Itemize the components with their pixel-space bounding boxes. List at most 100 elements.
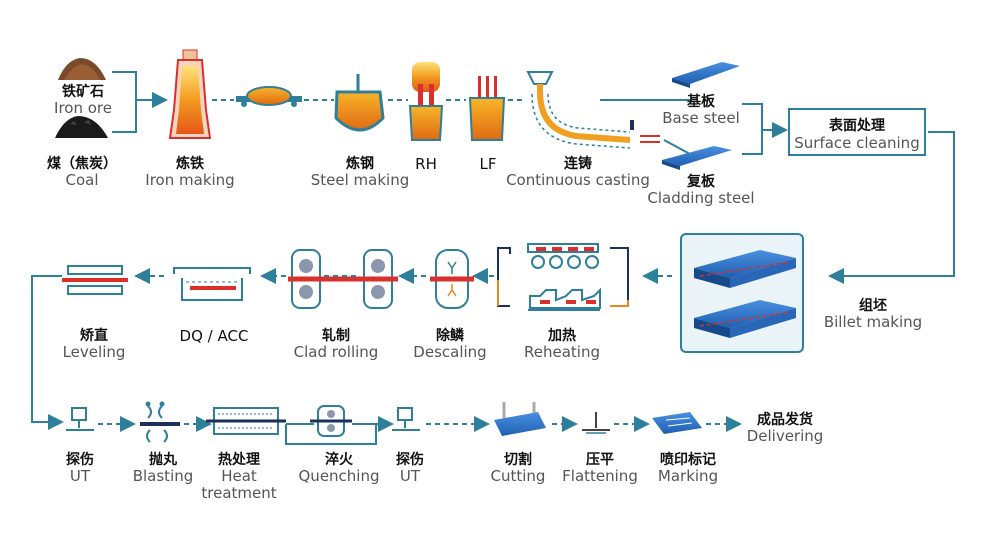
heat-treatment-en: Heat — [221, 467, 257, 486]
connector-leveling-to-ut — [31, 275, 64, 430]
heat-treatment-furnace-icon — [206, 407, 286, 435]
label-marking: 喷印标记 Marking — [644, 452, 732, 485]
cutting-icon — [494, 402, 546, 436]
cladding-steel-plate-icon — [662, 146, 732, 170]
label-lf: LF — [466, 155, 510, 173]
coal-en: Coal — [65, 171, 99, 190]
iron-making-en: Iron making — [145, 171, 235, 190]
connector-plates-to-surface-cleaning — [742, 103, 788, 155]
label-ut-1: 探伤 UT — [50, 452, 110, 485]
label-base-steel: 基板 Base steel — [656, 94, 746, 127]
descaling-zh: 除鳞 — [436, 328, 464, 344]
heat-treatment-en2: treatment — [201, 484, 277, 503]
quenching-icon — [310, 405, 352, 437]
ut1-zh: 探伤 — [66, 452, 94, 468]
steel-making-zh: 炼钢 — [346, 156, 374, 172]
cladding-steel-en: Cladding steel — [647, 189, 755, 208]
rolling-mill-icon — [288, 249, 398, 309]
base-steel-en: Base steel — [662, 109, 740, 128]
label-clad-rolling: 轧制 Clad rolling — [284, 328, 388, 361]
iron-ore-zh: 铁矿石 — [62, 84, 104, 100]
ut2-zh: 探伤 — [396, 452, 424, 468]
marking-plate-icon — [652, 412, 702, 434]
rh-degasser-icon — [408, 62, 444, 141]
label-billet-making: 组坯 Billet making — [814, 298, 932, 331]
label-quenching: 淬火 Quenching — [292, 452, 386, 485]
iron-making-zh: 炼铁 — [176, 156, 204, 172]
flattening-press-icon — [582, 412, 610, 434]
steel-making-en: Steel making — [310, 171, 410, 190]
label-blasting: 抛丸 Blasting — [126, 452, 200, 485]
connector-surface-to-billet — [828, 131, 955, 284]
marking-zh: 喷印标记 — [660, 452, 716, 468]
clad-rolling-en: Clad rolling — [293, 343, 379, 362]
iron-ore-icon — [58, 58, 106, 80]
ut1-en: UT — [69, 467, 91, 486]
label-cladding-steel: 复板 Cladding steel — [642, 174, 760, 207]
surface-cleaning-box: 表面处理 Surface cleaning — [788, 108, 926, 156]
iron-ore-en: Iron ore — [54, 99, 112, 118]
leveling-en: Leveling — [62, 343, 126, 362]
delivering-zh: 成品发货 — [757, 412, 813, 428]
descaling-icon — [430, 249, 474, 309]
ut2-en: UT — [399, 467, 421, 486]
clad-rolling-zh: 轧制 — [322, 328, 350, 344]
connector-caster-to-plates — [600, 99, 691, 155]
base-steel-plate-icon — [672, 62, 740, 88]
continuous-casting-zh: 连铸 — [564, 156, 592, 172]
label-dq-acc: DQ / ACC — [168, 327, 260, 345]
shot-blasting-icon — [140, 401, 180, 443]
dq-acc-text: DQ / ACC — [179, 327, 249, 345]
cladding-steel-zh: 复板 — [687, 174, 715, 190]
reheating-furnace-icon — [497, 243, 629, 311]
quenching-en: Quenching — [298, 467, 380, 486]
marking-en: Marking — [657, 467, 719, 486]
ut-scanner-icon-1 — [66, 407, 94, 431]
blasting-zh: 抛丸 — [149, 452, 177, 468]
continuous-casting-en: Continuous casting — [506, 171, 650, 190]
coal-icon — [55, 116, 108, 138]
label-cutting: 切割 Cutting — [480, 452, 556, 485]
connector-raw-materials — [112, 71, 168, 133]
continuous-caster-icon — [526, 71, 660, 149]
rh-text: RH — [415, 155, 437, 173]
flattening-en: Flattening — [562, 467, 638, 486]
connector-quench-bypass — [285, 424, 377, 445]
heat-treatment-zh: 热处理 — [218, 452, 260, 468]
label-heat-treatment: 热处理 Heat treatment — [196, 452, 282, 503]
label-delivering: 成品发货 Delivering — [742, 412, 828, 445]
base-steel-zh: 基板 — [687, 94, 715, 110]
ladle-furnace-icon — [468, 76, 506, 141]
surface-cleaning-en: Surface cleaning — [794, 134, 920, 152]
label-coal: 煤（焦炭） Coal — [36, 156, 128, 189]
reheating-en: Reheating — [524, 343, 600, 362]
blasting-en: Blasting — [132, 467, 194, 486]
descaling-en: Descaling — [413, 343, 487, 362]
delivering-en: Delivering — [746, 427, 824, 446]
cutting-en: Cutting — [490, 467, 546, 486]
label-descaling: 除鳞 Descaling — [404, 328, 496, 361]
quenching-zh: 淬火 — [325, 452, 353, 468]
surface-cleaning-zh: 表面处理 — [829, 118, 885, 134]
label-reheating: 加热 Reheating — [516, 328, 608, 361]
label-flattening: 压平 Flattening — [556, 452, 644, 485]
ut-scanner-icon-2 — [392, 407, 420, 431]
torpedo-car-icon — [236, 86, 302, 107]
label-iron-making: 炼铁 Iron making — [138, 156, 242, 189]
dq-acc-icon — [173, 267, 251, 301]
billet-stack-overlay — [694, 250, 796, 338]
leveler-icon — [62, 265, 128, 295]
leveling-zh: 矫直 — [80, 328, 108, 344]
label-continuous-casting: 连铸 Continuous casting — [502, 156, 654, 189]
label-ut-2: 探伤 UT — [380, 452, 440, 485]
blast-furnace-icon — [168, 49, 212, 139]
label-iron-ore: 铁矿石 Iron ore — [44, 84, 122, 117]
coal-zh: 煤（焦炭） — [47, 156, 117, 172]
reheating-zh: 加热 — [548, 328, 576, 344]
lf-text: LF — [479, 155, 497, 173]
converter-icon — [334, 74, 385, 132]
billet-making-en: Billet making — [823, 313, 923, 332]
flattening-zh: 压平 — [586, 452, 614, 468]
label-rh: RH — [404, 155, 448, 173]
